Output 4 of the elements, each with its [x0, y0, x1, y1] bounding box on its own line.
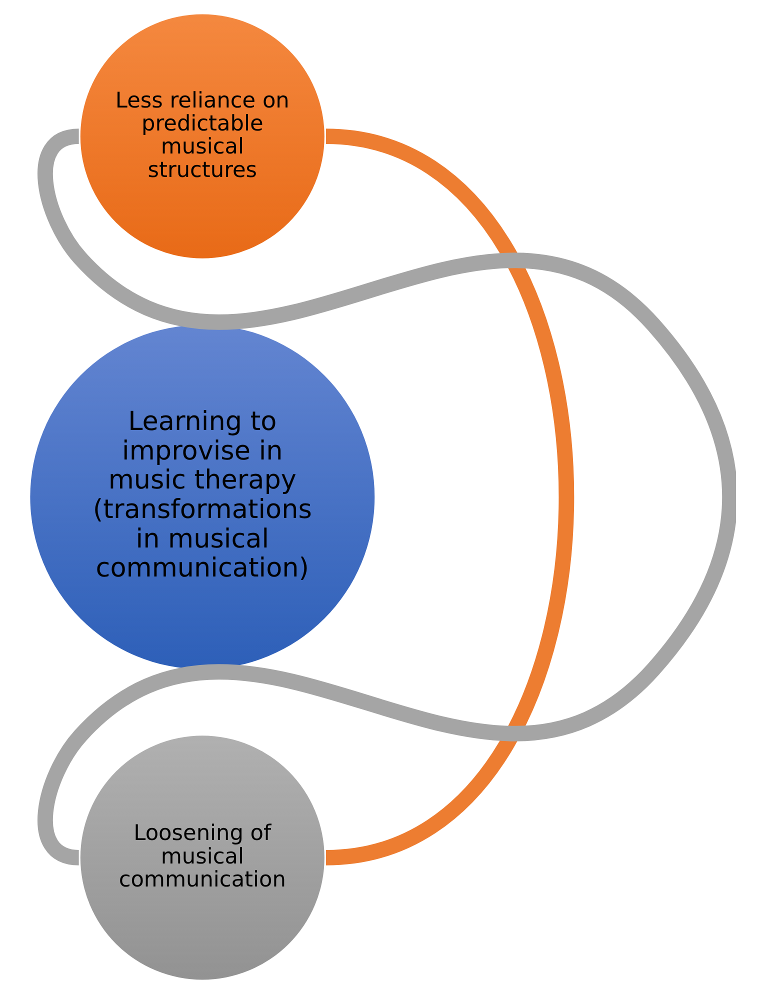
- node-circle: Loosening of musical communication: [80, 736, 324, 980]
- node-circle: Learning to improvise in music therapy (transformations in musical communication): [30, 324, 375, 670]
- node-circle: Less reliance on predictable musical structures: [80, 14, 324, 258]
- connector: [324, 128, 574, 866]
